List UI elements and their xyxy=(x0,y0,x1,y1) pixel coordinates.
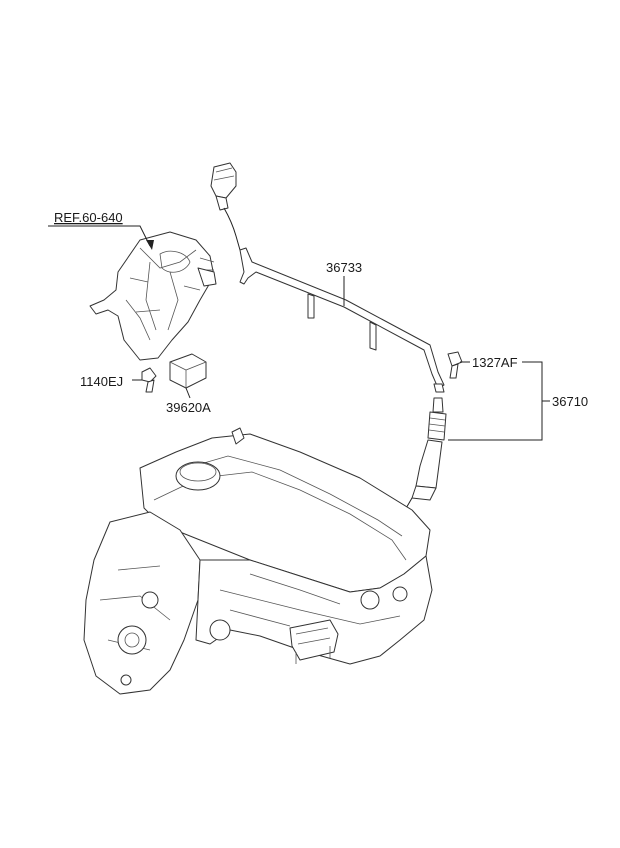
label-ref-60-640[interactable]: REF.60-640 xyxy=(54,210,123,225)
body-panel-reference xyxy=(89,231,217,361)
bolt-1327af[interactable] xyxy=(447,351,463,379)
glow-plug-harness[interactable] xyxy=(210,162,445,393)
label-36733[interactable]: 36733 xyxy=(326,260,362,275)
label-1140ej[interactable]: 1140EJ xyxy=(80,374,123,389)
engine-assembly xyxy=(83,427,433,695)
label-39620a[interactable]: 39620A xyxy=(166,400,211,415)
glow-plug[interactable] xyxy=(397,397,447,523)
bolt-1140ej[interactable] xyxy=(141,367,157,393)
glow-relay[interactable] xyxy=(169,353,207,389)
label-36710[interactable]: 36710 xyxy=(552,394,588,409)
leader-lines xyxy=(48,225,550,441)
label-1327af[interactable]: 1327AF xyxy=(472,355,518,370)
